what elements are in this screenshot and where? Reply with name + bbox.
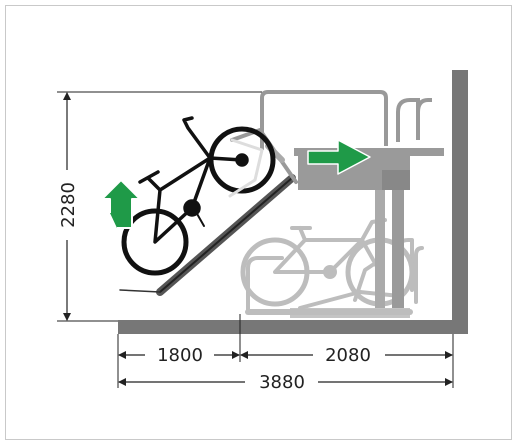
height-label: 2280 bbox=[58, 182, 79, 228]
width-dimensions: 1800 2080 3880 bbox=[117, 314, 454, 393]
right-arrow-icon bbox=[307, 139, 371, 175]
left-width-label: 1800 bbox=[157, 345, 203, 366]
up-arrow-icon bbox=[101, 179, 141, 229]
right-width-label: 2080 bbox=[325, 345, 371, 366]
upper-bike bbox=[121, 116, 276, 276]
lower-rack bbox=[240, 218, 424, 318]
total-width-label: 3880 bbox=[259, 372, 305, 393]
wall bbox=[452, 70, 468, 334]
tilted-tray bbox=[119, 128, 298, 296]
floor bbox=[118, 320, 468, 334]
height-dimension: 2280 bbox=[57, 91, 262, 322]
diagram-frame bbox=[5, 5, 512, 440]
